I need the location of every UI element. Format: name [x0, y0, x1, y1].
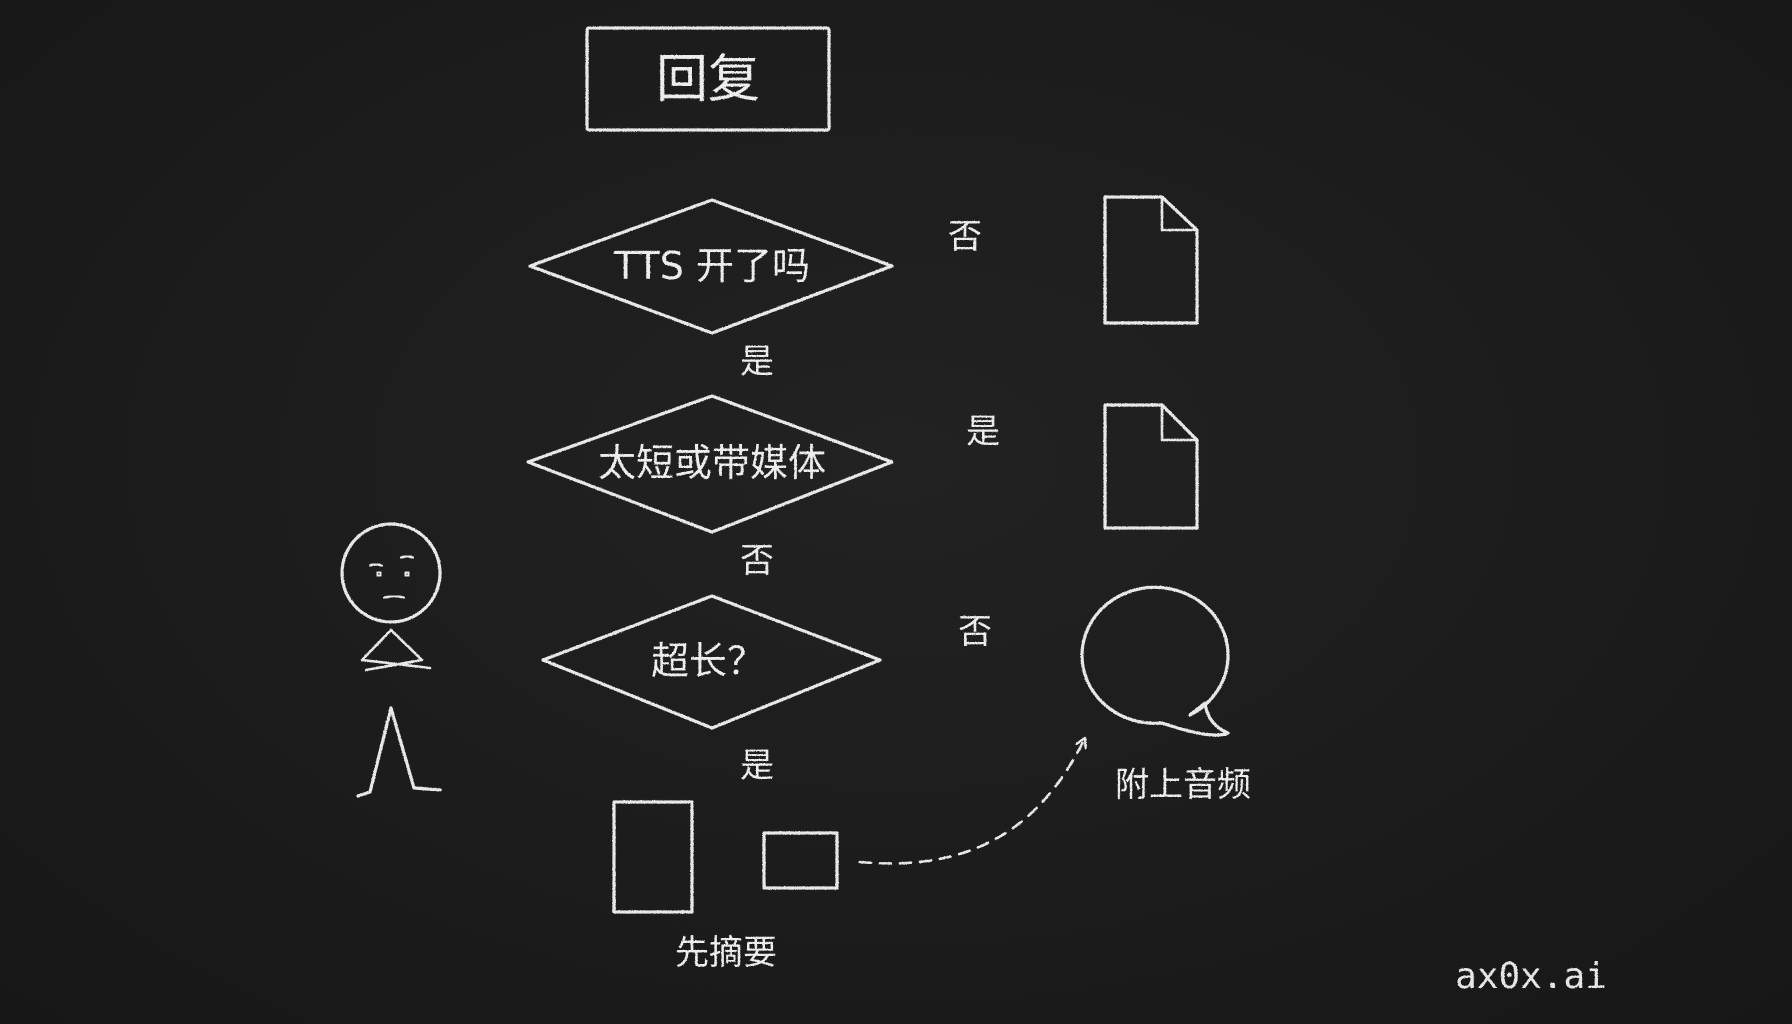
long-document-icon — [612, 800, 694, 914]
edge-label-q2-no: 否 — [740, 541, 774, 581]
summary-card-icon — [762, 831, 839, 890]
summarize-first-label: 先摘要 — [675, 933, 777, 973]
attach-audio-label: 附上音频 — [1115, 765, 1251, 805]
edge-label-q3-no: 否 — [958, 612, 992, 652]
decision-short-or-media-label: 太短或带媒体 — [598, 441, 826, 485]
stick-figure-icon — [340, 522, 442, 798]
decision-too-long-label: 超长？ — [651, 639, 765, 683]
document-icon — [1103, 403, 1199, 530]
edge-label-q2-yes: 是 — [966, 412, 1000, 452]
decision-tts-enabled: TTS 开了吗 — [528, 198, 894, 335]
edge-label-q1-yes: 是 — [740, 342, 774, 382]
watermark: ax0x.ai — [1455, 956, 1607, 997]
edge-label-q1-no: 否 — [948, 217, 982, 257]
speech-bubble-waveform-icon — [1080, 585, 1230, 737]
arrow-summary-to-audio — [858, 736, 1085, 865]
decision-tts-enabled-label: TTS 开了吗 — [613, 244, 810, 288]
start-node: 回复 — [585, 26, 831, 132]
edge-label-q3-yes: 是 — [740, 746, 774, 786]
decision-too-long: 超长？ — [541, 594, 882, 730]
document-icon — [1103, 195, 1199, 325]
start-node-label: 回复 — [656, 50, 760, 110]
decision-short-or-media: 太短或带媒体 — [526, 394, 894, 534]
